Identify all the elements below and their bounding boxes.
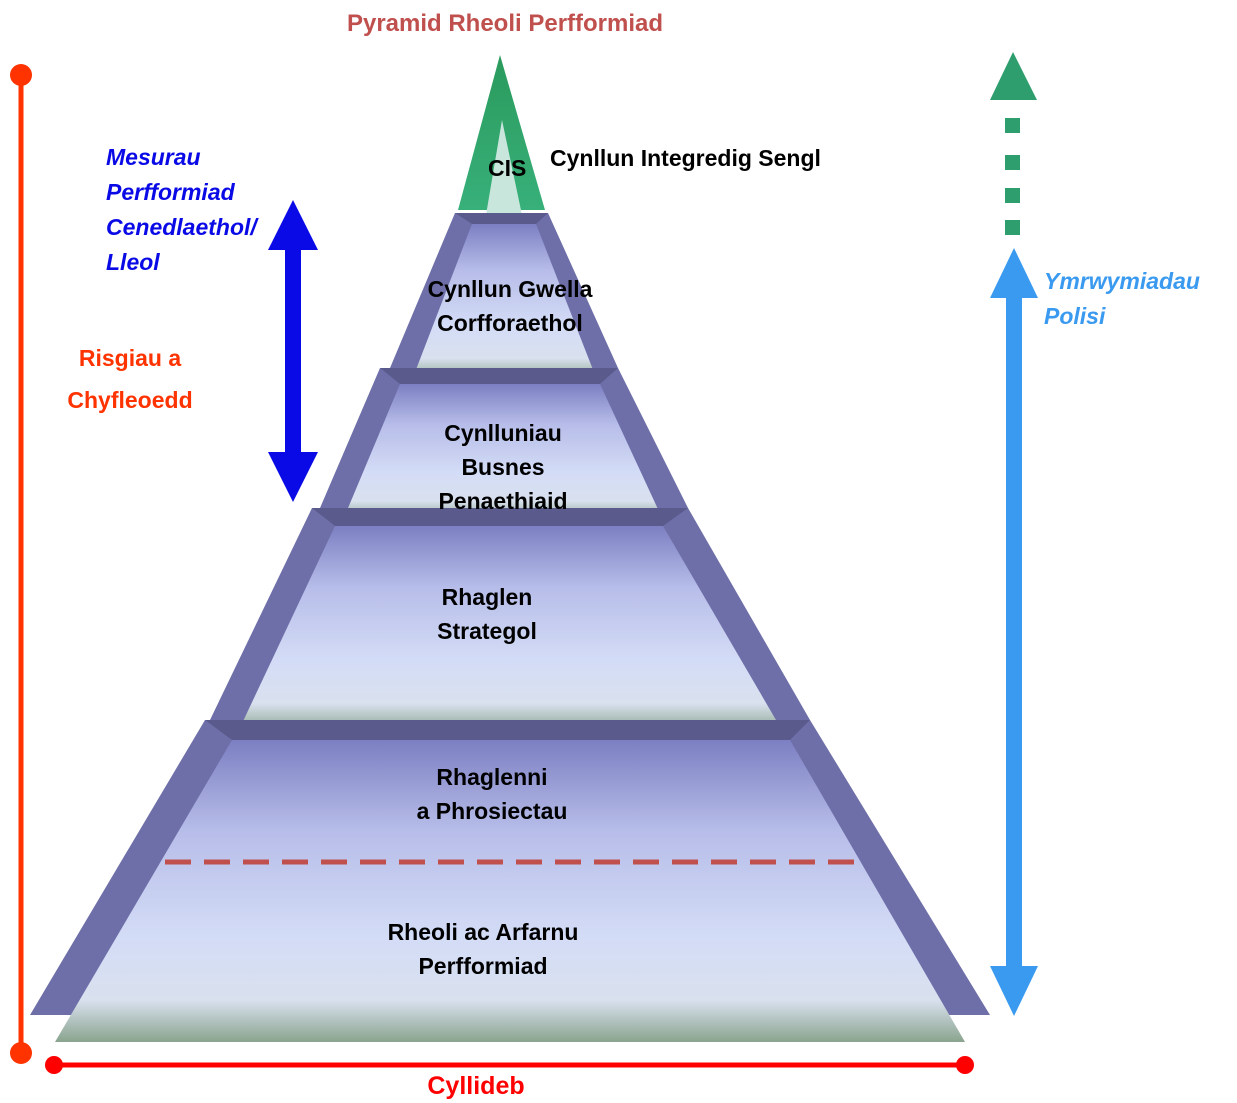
risks-axis xyxy=(10,64,32,1064)
budget-axis xyxy=(45,1056,974,1074)
cis-label: CIS xyxy=(488,155,527,181)
policy-label: Ymrwymiadau Polisi xyxy=(1044,268,1200,329)
budget-label: Cyllideb xyxy=(427,1072,525,1100)
tier-2-slab xyxy=(320,368,688,520)
tier-3-slab xyxy=(210,508,810,732)
measures-label: Mesurau Perfformiad Cenedlaethol/ Lleol xyxy=(106,144,257,275)
risks-label: Risgiau a Chyfleoedd xyxy=(67,345,193,413)
tier-1-slab xyxy=(390,213,618,380)
tier-4-slab xyxy=(30,720,990,1042)
cis-spike-inner xyxy=(486,120,522,215)
policy-double-arrow xyxy=(990,248,1038,1016)
measures-double-arrow xyxy=(268,200,318,502)
green-dashed-arrow xyxy=(990,52,1037,235)
diagram-title: Pyramid Rheoli Perfformiad xyxy=(346,10,664,37)
cis-description: Cynllun Integredig Sengl xyxy=(550,145,821,171)
